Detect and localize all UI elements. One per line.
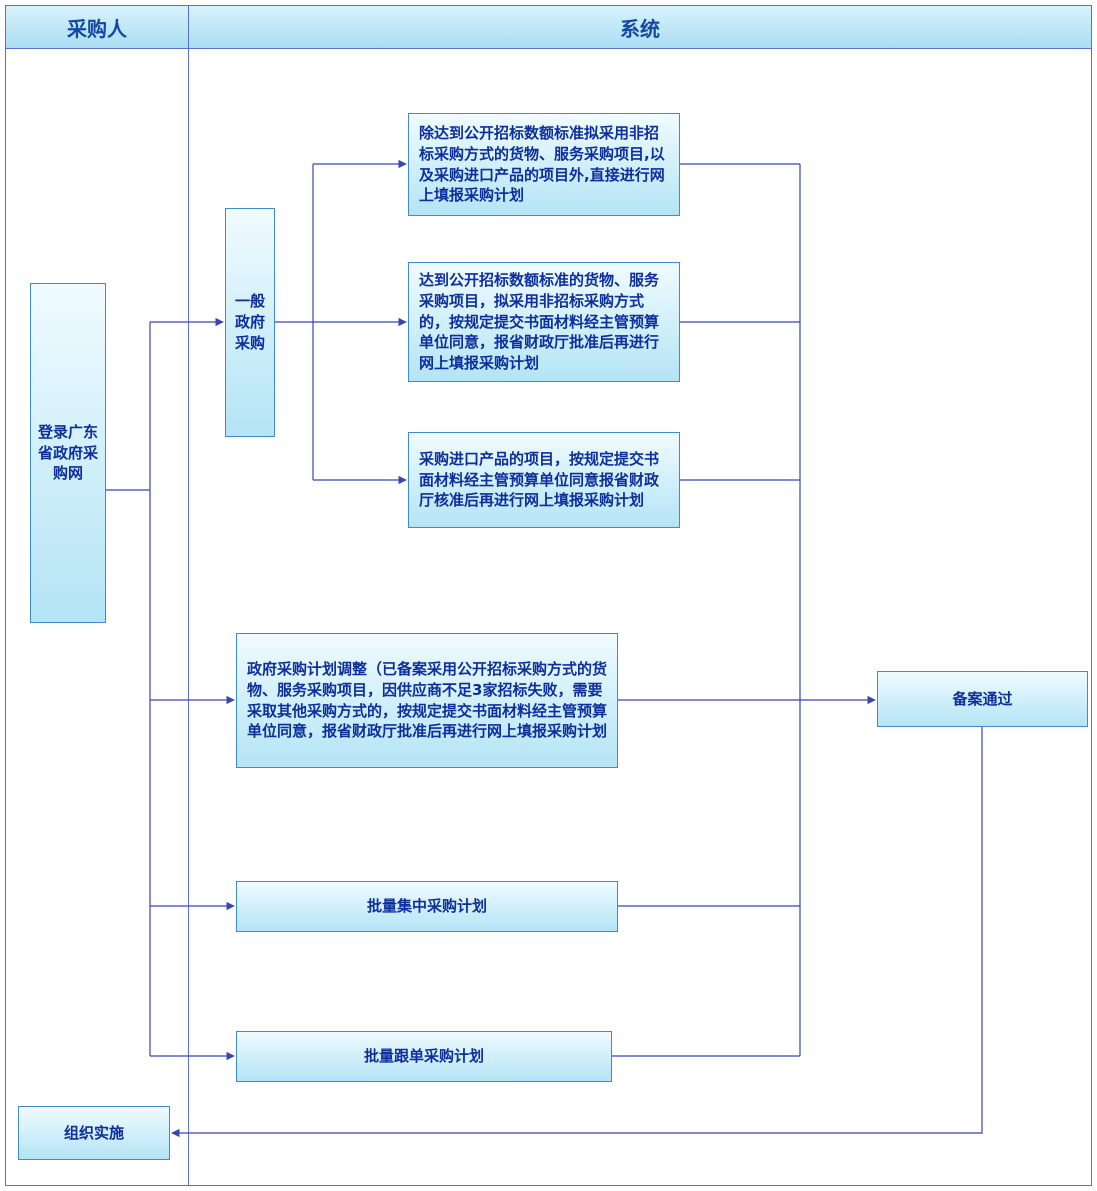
node-plan-adjustment-label: 政府采购计划调整（已备案采用公开招标采购方式的货物、服务采购项目，因供应商不足3… xyxy=(247,660,608,741)
node-plan-adjustment: 政府采购计划调整（已备案采用公开招标采购方式的货物、服务采购项目，因供应商不足3… xyxy=(236,633,618,768)
node-general-procurement: 一般政府采购 xyxy=(225,208,275,437)
node-import-products-label: 采购进口产品的项目，按规定提交书面材料经主管预算单位同意报省财政厅核准后再进行网… xyxy=(419,449,660,510)
node-non-tender-approval-label: 达到公开招标数额标准的货物、服务采购项目，拟采用非招标采购方式的，按规定提交书面… xyxy=(419,271,660,373)
node-direct-online-fill: 除达到公开招标数额标准拟采用非招标采购方式的货物、服务采购项目,以及采购进口产品… xyxy=(408,113,680,216)
node-import-products: 采购进口产品的项目，按规定提交书面材料经主管预算单位同意报省财政厅核准后再进行网… xyxy=(408,432,680,528)
lane-divider xyxy=(188,5,189,1186)
node-batch-follow-order: 批量跟单采购计划 xyxy=(236,1031,612,1082)
node-login: 登录广东省政府采购网 xyxy=(30,283,106,623)
node-batch-centralized: 批量集中采购计划 xyxy=(236,881,618,932)
node-non-tender-approval: 达到公开招标数额标准的货物、服务采购项目，拟采用非招标采购方式的，按规定提交书面… xyxy=(408,262,680,382)
lane-header-system: 系统 xyxy=(188,5,1092,49)
node-filing-passed: 备案通过 xyxy=(877,671,1088,727)
node-organize-implementation: 组织实施 xyxy=(18,1106,170,1160)
node-direct-online-fill-label: 除达到公开招标数额标准拟采用非招标采购方式的货物、服务采购项目,以及采购进口产品… xyxy=(419,124,665,205)
